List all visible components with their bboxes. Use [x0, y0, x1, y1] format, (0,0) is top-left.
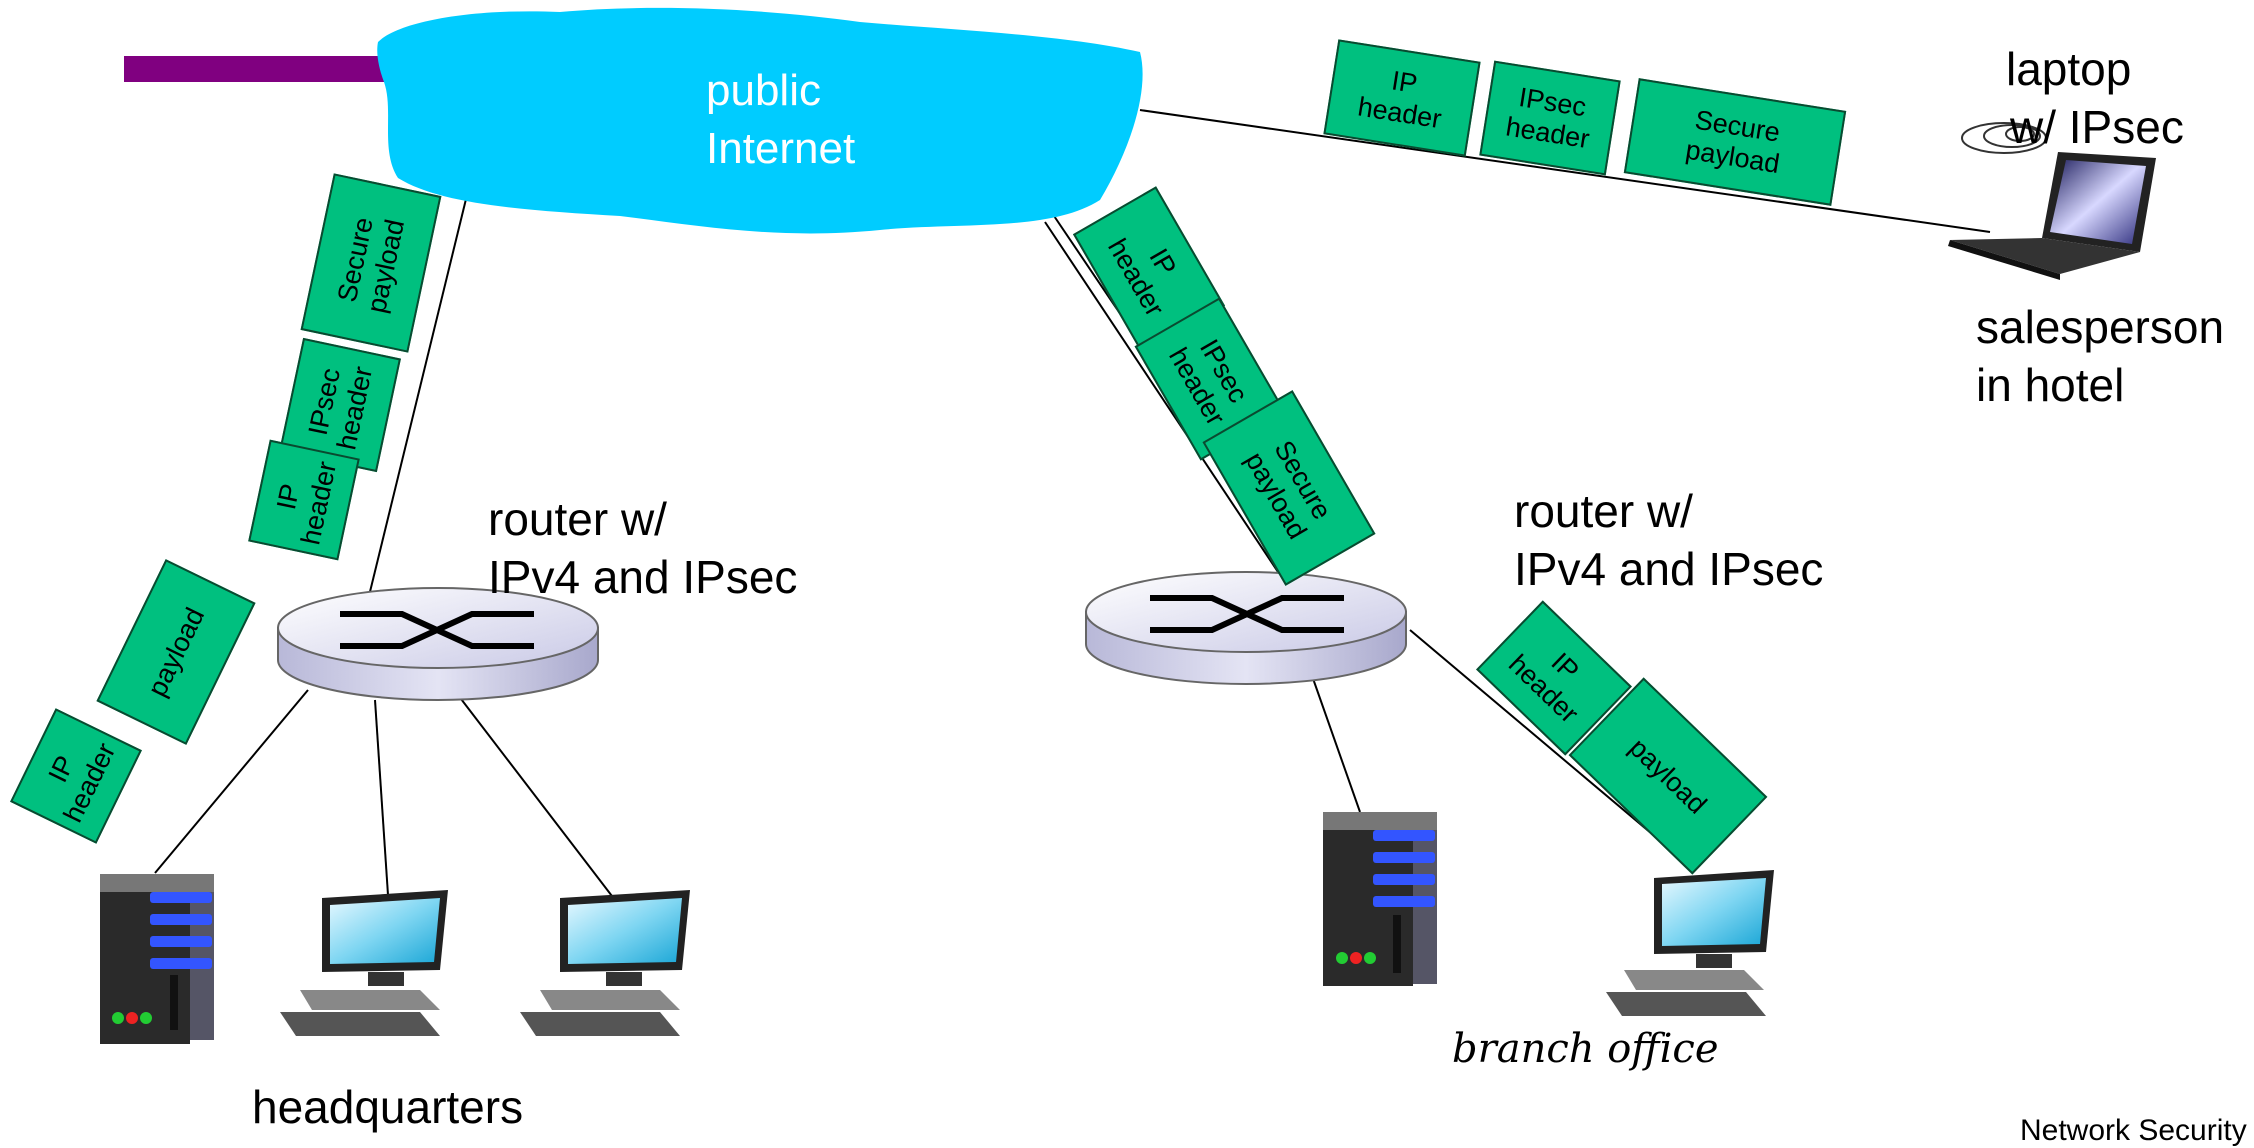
- salesperson-label-line1: salesperson: [1976, 301, 2225, 353]
- link-hq-router-server: [154, 689, 309, 874]
- hq-desktop-2-icon: [520, 890, 690, 1036]
- wifi-icon: [1961, 122, 2047, 154]
- link-hq-router-desktop2: [457, 694, 616, 901]
- branch-router-label-line2: IPv4 and IPsec: [1514, 543, 1824, 595]
- hq-router: [277, 587, 599, 701]
- link-cloud-branch-router-a: [1044, 221, 1281, 576]
- laptop-label-line1: laptop: [2006, 43, 2132, 95]
- hq-router-label-line1: router w/: [488, 493, 667, 545]
- cloud-label-line2: Internet: [706, 124, 856, 173]
- purple-link-bar: [124, 56, 394, 82]
- branch-server-icon: [1323, 812, 1437, 986]
- branch-router-label-line1: router w/: [1514, 485, 1693, 537]
- laptop-icon: [1948, 152, 2156, 280]
- hq-server-icon: [100, 874, 214, 1044]
- link-cloud-hq-router: [366, 149, 479, 605]
- link-hq-router-desktop1: [374, 699, 389, 896]
- branch-office-label: branch office: [1452, 1026, 1719, 1072]
- links: [154, 109, 1991, 901]
- footer-label: Network Security: [2020, 1114, 2247, 1147]
- laptop-label-line2: w/ IPsec: [2010, 101, 2184, 153]
- link-branch-router-server: [1309, 669, 1361, 813]
- branch-desktop-icon: [1606, 870, 1774, 1016]
- link-cloud-laptop: [1139, 109, 1991, 233]
- laptop-ipsec-header-packet: IPsec header: [1479, 60, 1621, 176]
- hq-desktop-1-icon: [280, 890, 448, 1036]
- salesperson-label-line2: in hotel: [1976, 359, 2125, 411]
- branch-router: [1085, 571, 1407, 685]
- cloud-label-line1: public: [706, 66, 821, 115]
- headquarters-label: headquarters: [252, 1081, 524, 1133]
- public-internet-cloud: [377, 7, 1143, 234]
- hq-router-label-line2: IPv4 and IPsec: [488, 551, 798, 603]
